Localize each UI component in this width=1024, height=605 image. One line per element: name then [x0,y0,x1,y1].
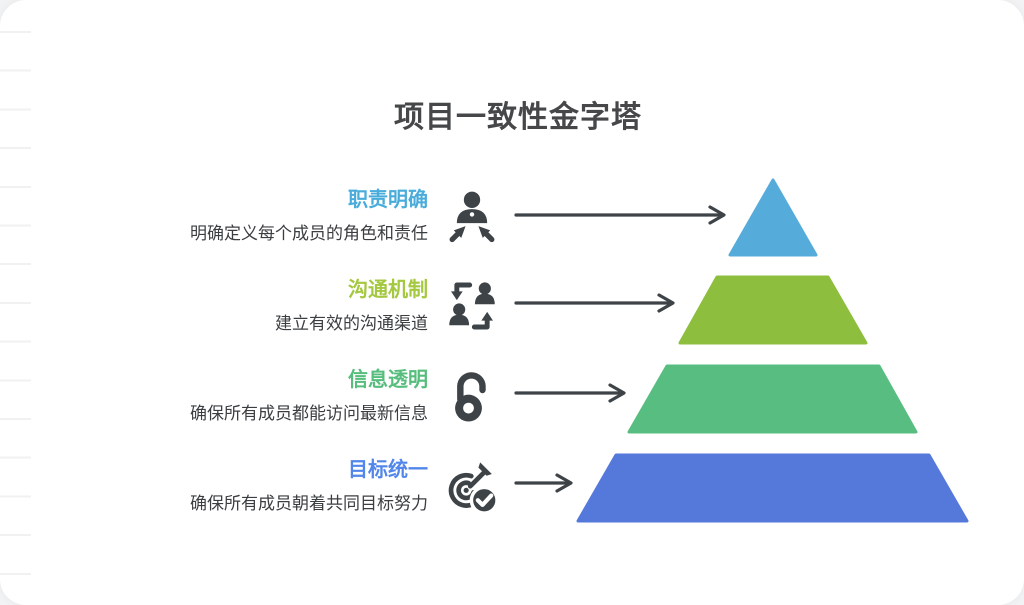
level-description-3: 确保所有成员都能访问最新信息 [190,404,428,423]
target-check-icon [444,460,500,516]
level-label-2: 沟通机制 [348,279,428,301]
arrow-right-icon [514,473,573,493]
arrow-right-icon [514,293,675,313]
level-description-1: 明确定义每个成员的角色和责任 [190,224,428,243]
level-description-2: 建立有效的沟通渠道 [275,314,428,333]
open-lock-icon [444,369,500,425]
pyramid-level-4 [576,453,969,523]
pyramid-level-3 [627,364,918,434]
level-label-3: 信息透明 [348,369,428,391]
pyramid-level-2 [678,275,868,345]
pyramid [576,178,969,523]
person-with-arrows-icon [444,187,500,243]
people-exchange-icon [444,278,500,334]
arrow-right-icon [514,383,626,403]
arrow-right-icon [514,205,726,225]
page-title: 项目一致性金字塔 [394,101,642,135]
pyramid-level-1 [728,178,818,257]
level-description-4: 确保所有成员朝着共同目标努力 [190,494,428,513]
level-label-4: 目标统一 [348,459,428,481]
level-label-1: 职责明确 [348,189,428,211]
